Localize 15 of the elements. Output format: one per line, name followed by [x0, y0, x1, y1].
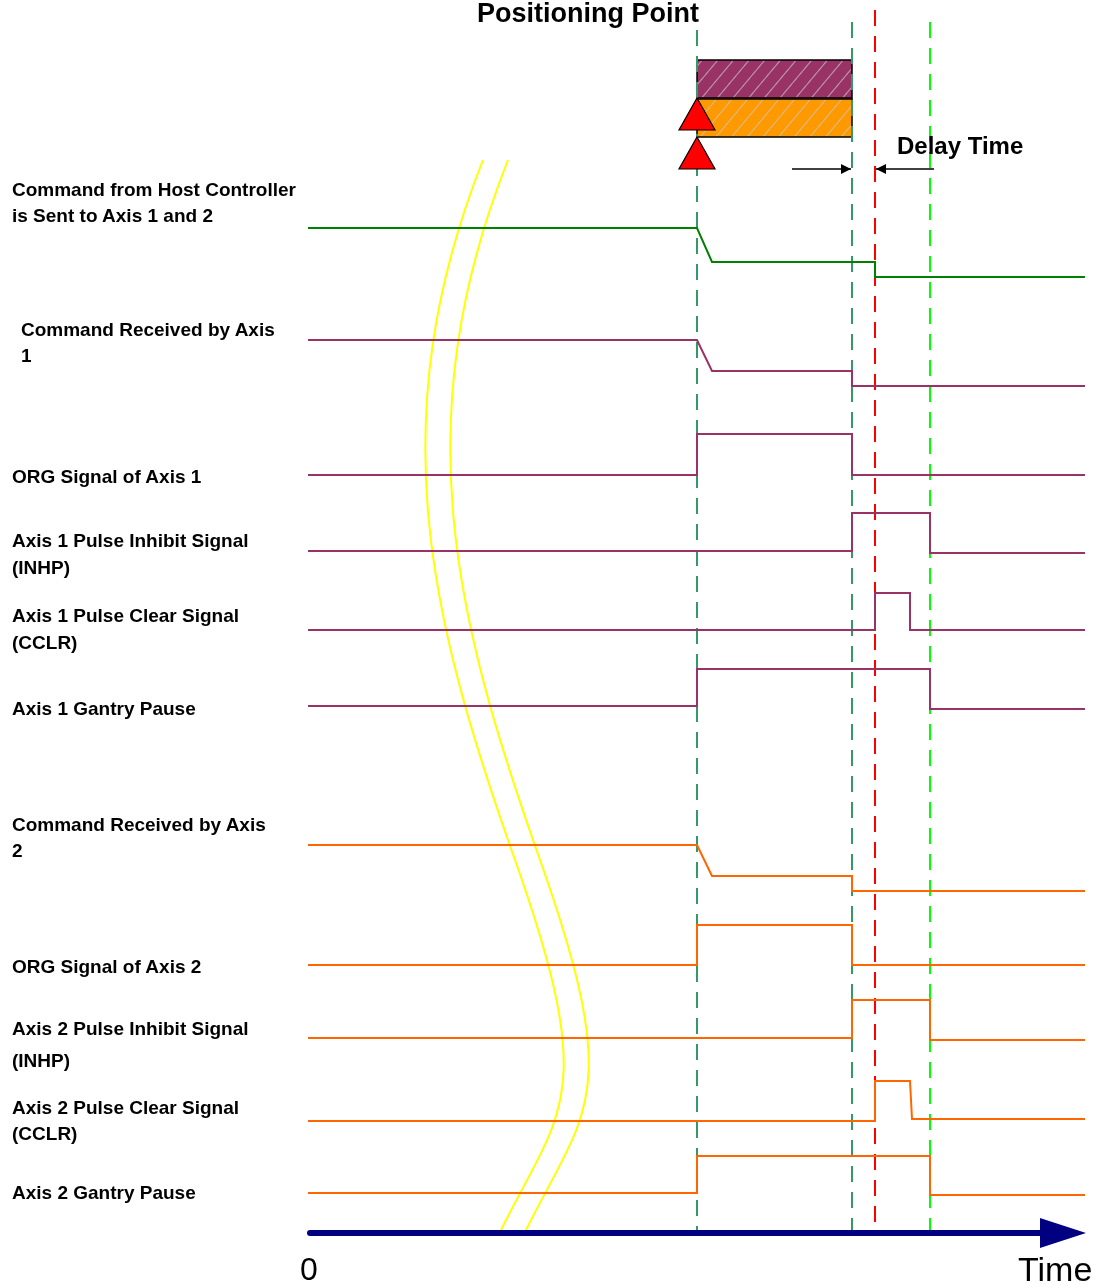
signal-label: Axis 1 Pulse Clear Signal (CCLR)	[12, 604, 241, 655]
signal-label: Axis 1 Gantry Pause	[12, 697, 197, 721]
signal-label: Command Received by Axis 2	[12, 813, 267, 863]
signal-label: Command from Host Controller is Sent to Axis 1 and 2	[12, 178, 297, 228]
signal-label: ORG Signal of Axis 1	[12, 465, 203, 489]
axis-origin-label: 0	[300, 1251, 319, 1287]
signal-label: Axis 2 Gantry Pause	[12, 1181, 197, 1205]
signal-label: Axis 1 Pulse Inhibit Signal (INHP)	[12, 529, 250, 580]
signal-label: ORG Signal of Axis 2	[12, 955, 203, 979]
diagram-title: Positioning Point	[476, 0, 700, 28]
signal-label: Command Received by Axis 1	[21, 318, 276, 368]
signal-label: Axis 2 Pulse Inhibit Signal (INHP)	[12, 1017, 250, 1073]
signal-label: Axis 2 Pulse Clear Signal (CCLR)	[12, 1096, 241, 1146]
dimension-label: Delay Time	[897, 131, 1025, 161]
axis-title: Time	[1018, 1251, 1094, 1287]
